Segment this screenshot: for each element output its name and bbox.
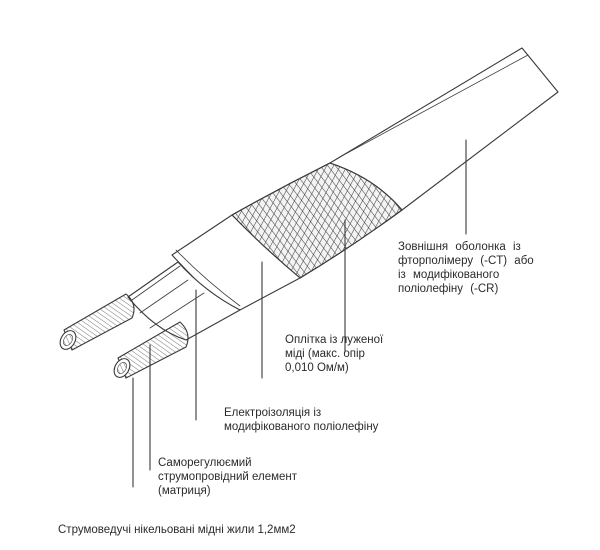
label-matrix: Саморегулюємий струмопровідний елемент (… bbox=[158, 457, 298, 497]
conductor-lower bbox=[117, 321, 189, 379]
label-insulation: Електроізоляція із модифікованого поліол… bbox=[224, 407, 379, 433]
label-braid: Оплітка із луженої міді (макс. опір 0,01… bbox=[285, 334, 384, 374]
matrix-element bbox=[127, 261, 241, 341]
outer-jacket-edge-line bbox=[337, 54, 529, 159]
label-conductors: Струмоведучі нікельовані мідні жили 1,2м… bbox=[58, 524, 296, 536]
conductor-upper bbox=[63, 293, 135, 351]
label-outer-jacket: Зовнішня оболонка із фторполімеру (-CT) … bbox=[398, 241, 534, 295]
